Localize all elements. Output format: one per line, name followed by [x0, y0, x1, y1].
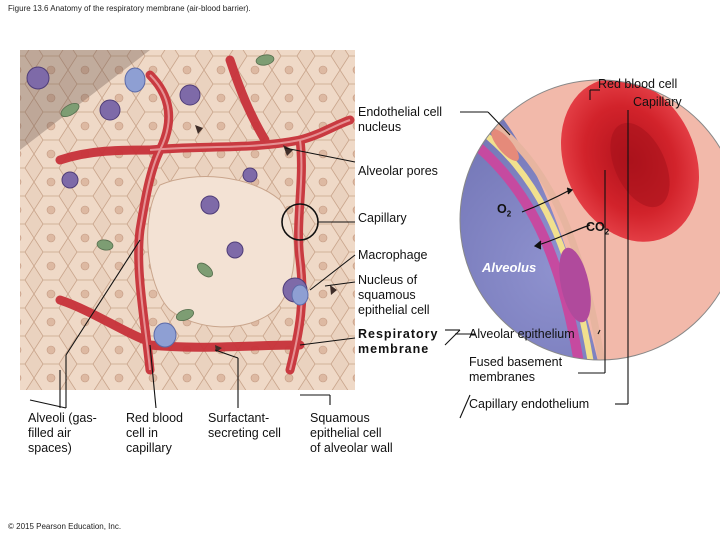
figure-caption: Figure 13.6 Anatomy of the respiratory m…: [8, 4, 251, 13]
label-squamous-cell: Squamous epithelial cell of alveolar wal…: [310, 411, 393, 455]
label-alveolar-pores: Alveolar pores: [358, 164, 438, 178]
label-respiratory-membrane: Respiratory membrane: [358, 327, 439, 356]
label-nucleus-squamous: Nucleus of squamous epithelial cell: [358, 273, 430, 317]
label-capillary-top: Capillary: [633, 95, 682, 109]
label-fused-basement: Fused basement membranes: [469, 355, 563, 384]
epithelial-nucleus: [559, 247, 591, 323]
macrophages: [26, 66, 308, 303]
label-capillary-endothelium: Capillary endothelium: [469, 397, 590, 411]
alveolar-space: [147, 176, 295, 328]
label-alveolar-epithelium: Alveolar epithelium: [469, 327, 575, 341]
label-surfactant-cell: Surfactant- secreting cell: [208, 411, 281, 440]
label-red-blood-cell: Red blood cell: [598, 77, 678, 91]
label-macrophage: Macrophage: [358, 248, 428, 262]
label-alveolus: Alveolus: [482, 260, 537, 275]
gas-exchange-arrows: [521, 187, 591, 250]
leader-lines: [29, 89, 629, 419]
label-alveoli: Alveoli (gas- filled air spaces): [28, 411, 97, 455]
label-rbc-in-capillary: Red blood cell in capillary: [126, 411, 183, 455]
label-co2: CO2: [586, 220, 610, 237]
label-capillary: Capillary: [358, 211, 407, 225]
label-o2: O2: [497, 202, 512, 219]
copyright-notice: © 2015 Pearson Education, Inc.: [8, 522, 122, 531]
label-endothelial-nucleus: Endothelial cell nucleus: [358, 105, 443, 134]
alveolar-tissue-block: [20, 50, 355, 390]
surfactant-cells: [124, 67, 309, 348]
squamous-cells: [60, 54, 275, 322]
